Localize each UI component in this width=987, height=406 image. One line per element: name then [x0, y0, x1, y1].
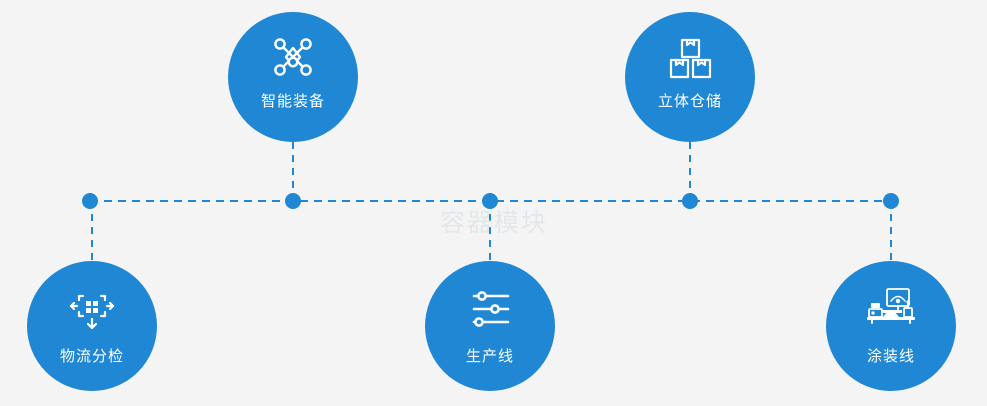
sorting-scan-icon — [66, 283, 118, 335]
sliders-icon — [464, 283, 516, 335]
node-label: 涂装线 — [866, 347, 915, 365]
node-label: 生产线 — [465, 347, 514, 365]
node-label: 立体仓储 — [657, 92, 722, 110]
network-nodes-icon — [267, 32, 319, 84]
factory-machine-icon — [865, 283, 917, 335]
node-production-line[interactable]: 生产线 — [425, 261, 555, 391]
node-intelligent-equipment[interactable]: 智能装备 — [228, 12, 358, 142]
axis-dot-intelligent-equipment[interactable] — [285, 193, 301, 209]
axis-dot-painting-line[interactable] — [883, 193, 899, 209]
watermark-text: 容器模块 — [439, 208, 548, 237]
node-stereoscopic-warehouse[interactable]: 立体仓储 — [625, 12, 755, 142]
stacked-boxes-icon — [664, 32, 716, 84]
node-label: 智能装备 — [260, 92, 325, 110]
node-label: 物流分检 — [59, 347, 124, 365]
axis-dot-logistics-sorting[interactable] — [82, 193, 98, 209]
axis-dot-production-line[interactable] — [482, 193, 498, 209]
node-logistics-sorting[interactable]: 物流分检 — [27, 261, 157, 391]
node-painting-line[interactable]: 涂装线 — [826, 261, 956, 391]
axis-dot-stereoscopic-warehouse[interactable] — [682, 193, 698, 209]
